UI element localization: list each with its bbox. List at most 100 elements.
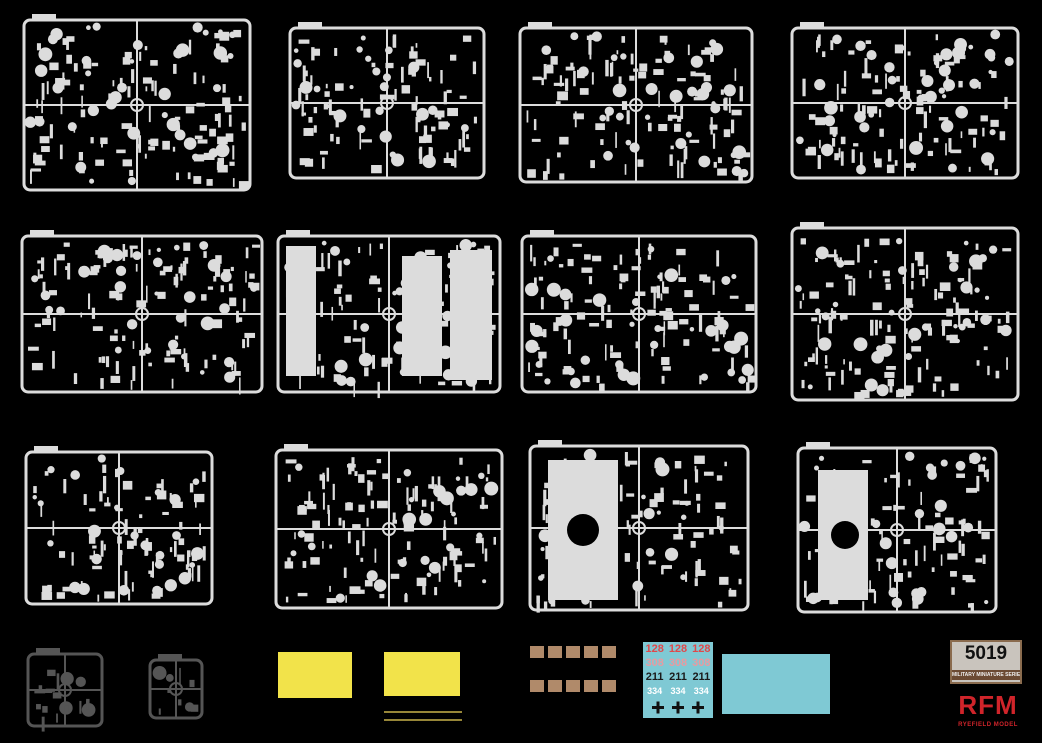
- part: [122, 159, 133, 167]
- side-plate-part: [450, 250, 492, 380]
- part: [410, 46, 414, 52]
- part: [865, 40, 872, 44]
- part: [325, 83, 328, 89]
- part: [189, 562, 196, 568]
- part: [409, 51, 418, 59]
- part: [581, 267, 593, 273]
- part: [950, 383, 959, 391]
- part: [332, 483, 335, 500]
- hull-opening: [567, 514, 599, 546]
- part: [843, 359, 845, 365]
- sprue-gate: [890, 523, 904, 537]
- part: [135, 263, 138, 272]
- part: [950, 149, 962, 154]
- part: [853, 143, 859, 147]
- part: [90, 137, 94, 144]
- part: [237, 317, 243, 322]
- part: [813, 465, 820, 471]
- part: [914, 251, 924, 261]
- part: [438, 320, 449, 327]
- part: [814, 79, 826, 91]
- part: [145, 496, 151, 501]
- part: [91, 307, 96, 319]
- part: [186, 550, 190, 568]
- part: [815, 257, 818, 263]
- part: [674, 96, 677, 113]
- part: [197, 565, 201, 582]
- part: [107, 497, 109, 504]
- part: [422, 579, 426, 595]
- part: [376, 500, 388, 509]
- part: [966, 487, 978, 493]
- part: [894, 573, 904, 582]
- part: [166, 117, 180, 132]
- sprue-tab: [528, 22, 552, 28]
- part: [719, 326, 726, 335]
- part: [376, 458, 382, 464]
- part: [871, 519, 881, 529]
- part: [330, 245, 340, 256]
- part: [491, 330, 494, 335]
- part: [953, 297, 956, 303]
- part: [616, 50, 619, 55]
- part: [539, 357, 543, 368]
- part: [312, 520, 320, 529]
- part: [576, 312, 586, 320]
- part: [825, 355, 828, 364]
- part: [91, 62, 99, 67]
- part: [918, 513, 921, 531]
- part: [897, 472, 900, 488]
- part: [864, 378, 878, 392]
- part: [46, 81, 49, 95]
- part: [819, 139, 821, 149]
- part: [63, 242, 70, 247]
- part: [110, 248, 124, 262]
- part: [104, 502, 111, 507]
- part: [805, 148, 817, 156]
- part: [994, 169, 998, 176]
- part: [884, 97, 895, 108]
- part: [620, 53, 627, 60]
- part: [443, 556, 448, 566]
- part: [329, 585, 331, 592]
- part: [293, 48, 299, 53]
- part: [912, 599, 919, 609]
- part: [244, 332, 256, 338]
- part: [633, 68, 639, 72]
- part: [430, 501, 434, 512]
- part: [375, 106, 384, 115]
- part: [105, 356, 110, 368]
- part: [330, 133, 334, 142]
- part: [360, 557, 364, 562]
- part: [334, 47, 338, 56]
- part: [419, 375, 421, 384]
- part: [946, 251, 953, 257]
- sprue-gate: [382, 522, 396, 536]
- part: [358, 352, 373, 367]
- part: [173, 63, 177, 74]
- part: [647, 254, 652, 260]
- part: [947, 553, 958, 560]
- part: [93, 265, 101, 269]
- part: [963, 240, 969, 246]
- part: [127, 86, 131, 98]
- part: [794, 285, 802, 292]
- part: [828, 316, 832, 334]
- part: [815, 347, 819, 365]
- part: [844, 260, 855, 265]
- part: [680, 162, 684, 179]
- part: [811, 317, 818, 322]
- track-link: [584, 680, 598, 692]
- part: [703, 471, 714, 476]
- decal-number: 128: [645, 643, 664, 655]
- part: [148, 570, 153, 574]
- part: [874, 260, 878, 264]
- part: [130, 380, 133, 390]
- part: [934, 512, 941, 518]
- part: [533, 119, 537, 131]
- part: [223, 269, 231, 275]
- part: [873, 590, 877, 604]
- part: [370, 500, 375, 509]
- part: [582, 375, 590, 383]
